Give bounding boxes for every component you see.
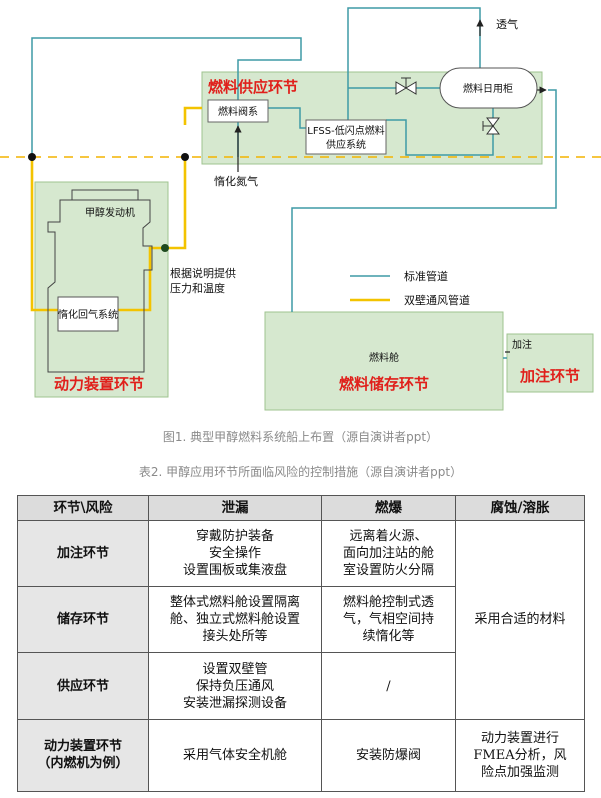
- lfss-label-2: 供应系统: [326, 138, 366, 151]
- header-leak: 泄漏: [148, 495, 322, 521]
- explosion-measure: 安装防爆阀: [321, 718, 456, 793]
- figure-caption: 图1. 典型甲醇燃料系统船上布置（源自演讲者ppt）: [162, 430, 439, 444]
- supply-section-title: 燃料供应环节: [208, 78, 298, 96]
- inert-return-box: [57, 296, 119, 332]
- row-stage-line: 储存环节: [56, 612, 109, 628]
- storage-section-box: [264, 311, 504, 411]
- bunkering-section-title: 加注环节: [519, 367, 580, 385]
- engine-label: 甲醇发动机: [85, 206, 135, 219]
- table-row: 储存环节整体式燃料舱设置隔离舱、独立式燃料舱设置接头处所等燃料舱控制式透气，气相…: [17, 586, 585, 654]
- engine-outline: [47, 189, 153, 373]
- lfss-label-1: LFSS-低闪点燃料: [307, 124, 384, 137]
- fuel-system-diagram: 透气 燃料供应环节 燃料阀系 LFSS-低闪点燃料 供应系统 燃料日用柜 惰化氮…: [0, 7, 601, 411]
- row-stage-line: 动力装置环节: [43, 739, 122, 755]
- explosion-measure-line: 室设置防火分隔: [342, 563, 434, 579]
- pressure-note-1: 根据说明提供: [170, 266, 236, 280]
- valve-system-box: [207, 99, 269, 123]
- leak-measure: 整体式燃料舱设置隔离舱、独立式燃料舱设置接头处所等: [148, 586, 322, 654]
- leak-measure-line: 舱、独立式燃料舱设置: [169, 612, 300, 628]
- table-header-row: 环节\风险 泄漏 燃爆 腐蚀/溶胀: [17, 495, 585, 521]
- table-row: 供应环节 设置双壁管保持负压通风安装泄漏探测设备 /: [17, 652, 585, 720]
- explosion-measure-line: 远离着火源、: [349, 529, 428, 545]
- valve-system-label: 燃料阀系: [218, 105, 258, 118]
- junction-node: [28, 153, 36, 161]
- header-corrosion: 腐蚀/溶胀: [455, 495, 585, 521]
- leak-measure: 穿戴防护装备安全操作设置围板或集液盘: [148, 519, 322, 588]
- row-stage-line: 加注环节: [56, 546, 109, 562]
- corrosion-measure-line: 险点加强监测: [480, 764, 559, 780]
- corrosion-measure-line: FMEA分析，风: [473, 747, 567, 763]
- header-stage-risk: 环节\风险: [17, 495, 149, 521]
- leak-measure-line: 设置围板或集液盘: [182, 563, 287, 579]
- inert-return-label: 惰化回气系统: [58, 308, 118, 321]
- explosion-measure: 燃料舱控制式透气，气相空间持续惰化等: [321, 586, 456, 654]
- risk-control-table: 环节\风险 泄漏 燃爆 腐蚀/溶胀 加注环节 穿戴防护装备安全操作设置围板或集液盘…: [17, 495, 585, 793]
- leak-measure-line: 采用气体安全机舱: [182, 747, 287, 763]
- leak-measure-line: 穿戴防护装备: [195, 529, 274, 545]
- explosion-measure: /: [321, 652, 456, 720]
- explosion-measure-line: 面向加注站的舱: [342, 546, 434, 562]
- day-tank-label: 燃料日用柜: [463, 82, 513, 95]
- row-stage: 加注环节: [17, 519, 149, 588]
- header-explosion: 燃爆: [321, 495, 456, 521]
- leak-measure: 采用气体安全机舱: [148, 718, 322, 793]
- power-section-box: [34, 181, 169, 398]
- bunkering-section-box: [506, 333, 594, 393]
- pressure-note-2: 压力和温度: [170, 281, 225, 295]
- vertical-valve-icon: [482, 117, 500, 135]
- table-row: 加注环节穿戴防护装备安全操作设置围板或集液盘远离着火源、面向加注站的舱室设置防火…: [17, 519, 585, 720]
- leak-measure-line: 设置双壁管: [202, 661, 268, 677]
- corrosion-measure-merged: 采用合适的材料: [455, 520, 585, 720]
- table-caption: 表2. 甲醇应用环节所面临风险的控制措施（源自演讲者ppt）: [138, 465, 463, 479]
- legend-standard-label: 标准管道: [404, 269, 448, 283]
- fuel-tank-label: 燃料舱: [369, 351, 399, 364]
- inert-nitrogen-label: 惰化氮气: [214, 174, 258, 188]
- leak-measure-line: 整体式燃料舱设置隔离: [169, 595, 300, 611]
- gate-valve-icon: [395, 77, 417, 95]
- junction-node: [181, 153, 189, 161]
- explosion-measure-line: 安装防爆阀: [355, 747, 421, 763]
- row-stage-line: 供应环节: [56, 678, 109, 694]
- storage-section-title: 燃料储存环节: [339, 375, 429, 393]
- power-section-title: 动力装置环节: [54, 375, 144, 393]
- junction-node: [161, 244, 169, 252]
- corrosion-measure-line: 动力装置进行: [480, 730, 559, 746]
- standard-pipes: [31, 7, 557, 359]
- leak-measure: 设置双壁管保持负压通风安装泄漏探测设备: [148, 652, 322, 720]
- legend-double-label: 双壁通风管道: [404, 293, 470, 307]
- double-wall-pipes: [30, 106, 202, 312]
- vent-label: 透气: [496, 17, 518, 31]
- explosion-measure: 远离着火源、面向加注站的舱室设置防火分隔: [321, 519, 456, 588]
- leak-measure-line: 接头处所等: [202, 629, 268, 645]
- row-stage: 供应环节: [17, 652, 149, 720]
- explosion-measure-line: 气，气相空间持: [342, 612, 434, 628]
- explosion-measure-line: /: [386, 678, 391, 694]
- row-stage: 动力装置环节（内燃机为例）: [17, 718, 149, 793]
- row-stage-line: （内燃机为例）: [37, 756, 129, 772]
- row-stage: 储存环节: [17, 586, 149, 654]
- bunkering-label: 加注: [512, 338, 532, 351]
- leak-measure-line: 安装泄漏探测设备: [182, 695, 287, 711]
- lfss-box: [305, 119, 387, 155]
- leak-measure-line: 保持负压通风: [195, 678, 274, 694]
- day-tank: [439, 67, 538, 109]
- explosion-measure-line: 续惰化等: [362, 629, 415, 645]
- leak-measure-line: 安全操作: [208, 546, 261, 562]
- explosion-measure-line: 燃料舱控制式透: [342, 595, 434, 611]
